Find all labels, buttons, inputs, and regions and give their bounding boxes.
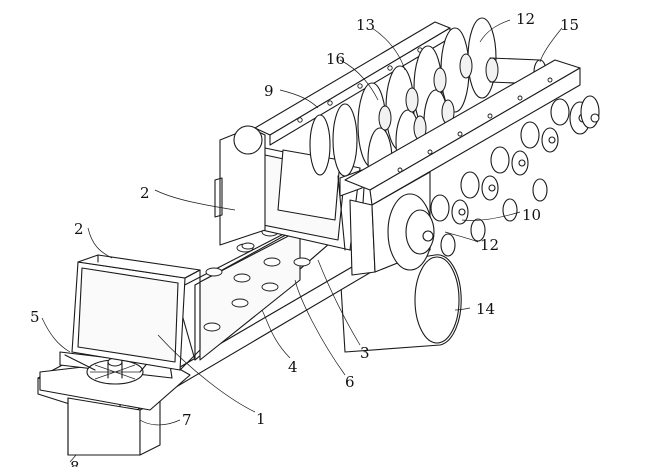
rear-pulley-housing: [214, 125, 266, 246]
label-12-top: 12: [516, 10, 535, 28]
label-3: 3: [360, 344, 370, 362]
label-7: 7: [182, 411, 192, 429]
label-4: 4: [288, 358, 298, 376]
label-13: 13: [356, 16, 375, 34]
part-labels: 2 2 5 1 4 6 3 7 8 9 16 13 12 15 10 12 14: [30, 10, 579, 467]
leader-lines: [41, 19, 563, 463]
roller-pairs: [430, 95, 600, 257]
label-10: 10: [522, 206, 541, 224]
label-6: 6: [345, 373, 355, 391]
label-8: 8: [70, 458, 80, 467]
front-end-plate: [39, 351, 191, 411]
cylinder-motor: [339, 254, 462, 353]
label-15: 15: [560, 16, 579, 34]
lower-block: [67, 397, 161, 456]
end-pulley: [387, 193, 435, 271]
front-guide-frame: [71, 254, 201, 371]
label-2-upper: 2: [140, 184, 150, 202]
label-16: 16: [326, 50, 345, 68]
label-14: 14: [476, 300, 495, 318]
label-5: 5: [30, 308, 40, 326]
plate-holes: [203, 227, 311, 332]
label-12-bottom: 12: [480, 236, 499, 254]
label-9: 9: [264, 82, 274, 100]
channel-plate: [174, 204, 346, 361]
label-2-lower: 2: [74, 220, 84, 238]
label-1: 1: [256, 410, 266, 428]
